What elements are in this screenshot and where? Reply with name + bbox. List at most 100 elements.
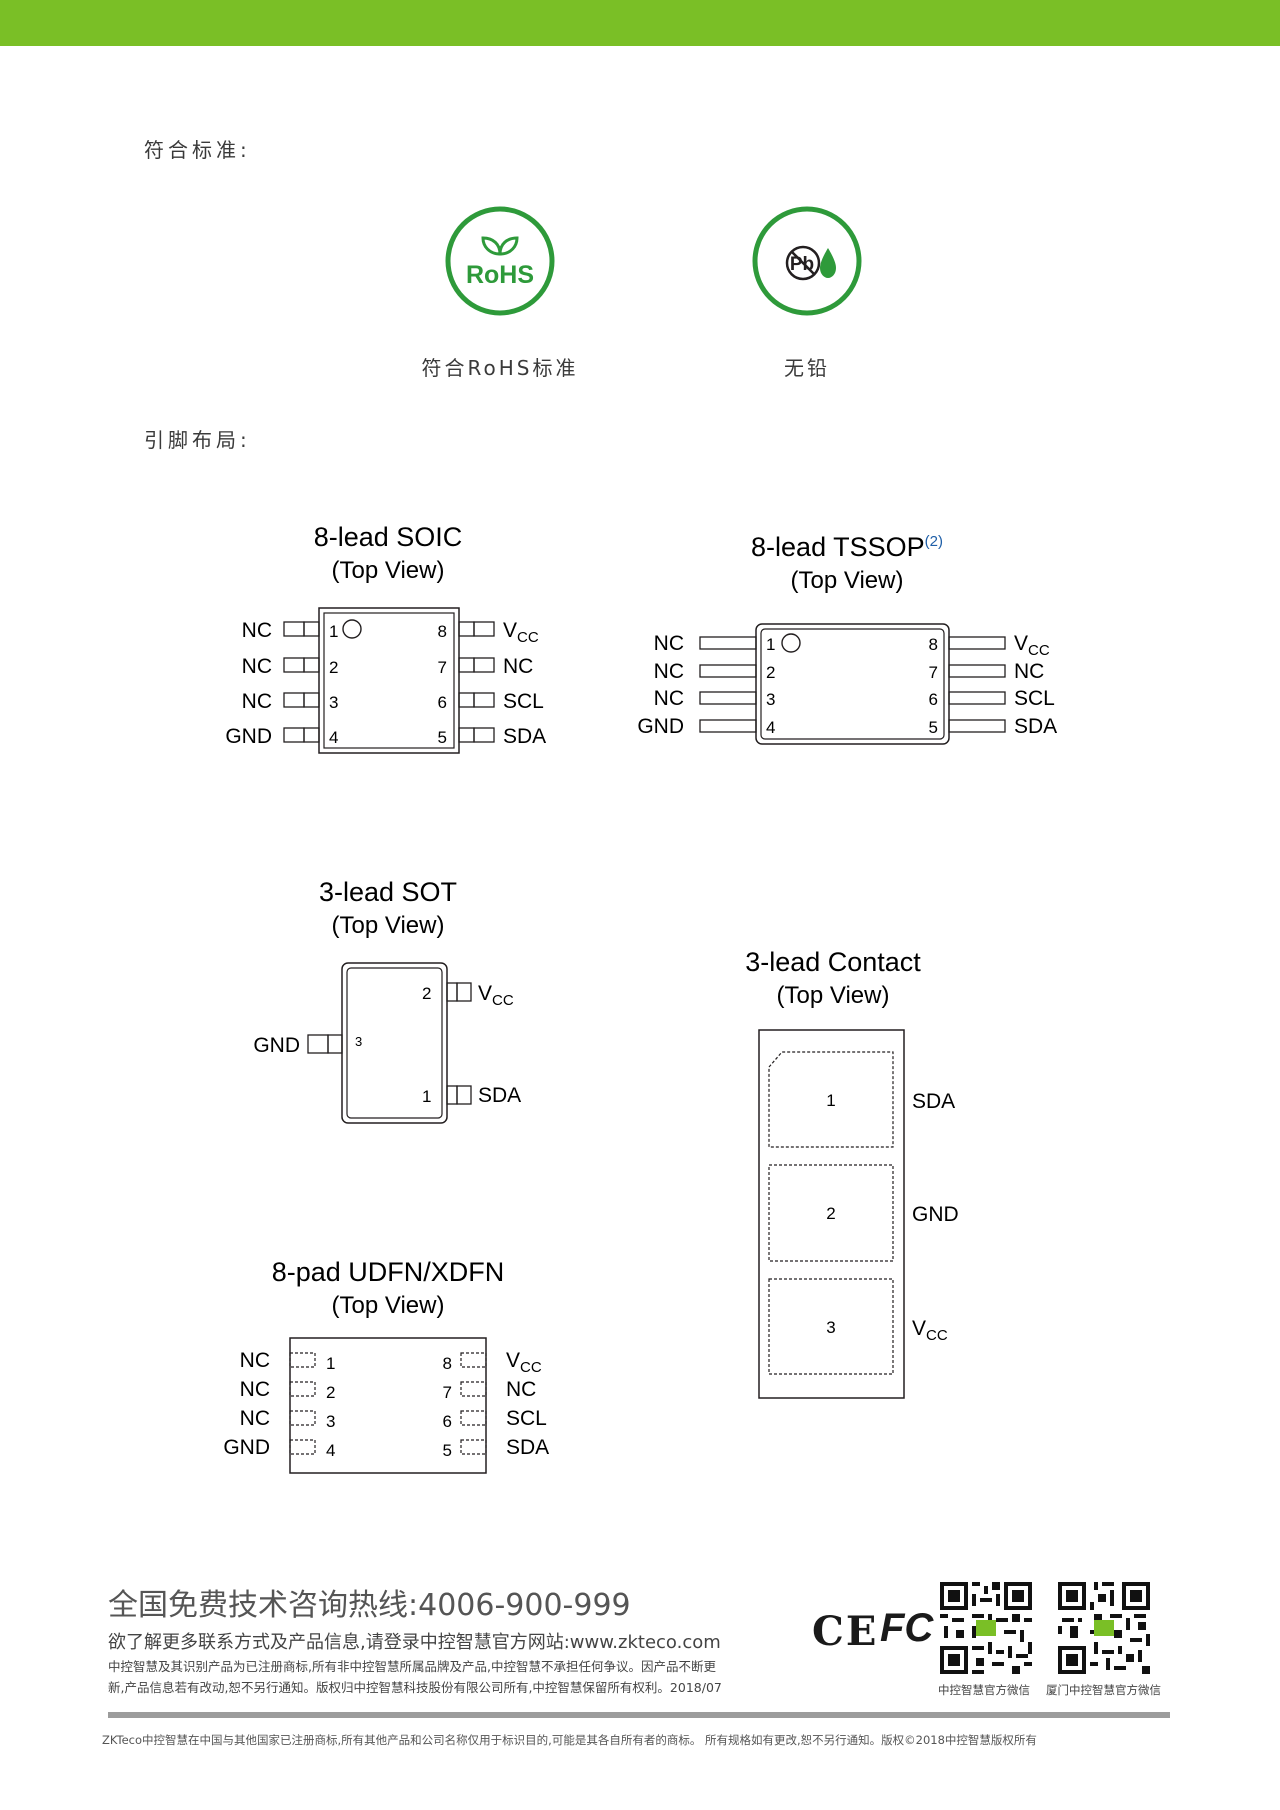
qr-code-icon[interactable]	[940, 1582, 1032, 1678]
qr-code-icon[interactable]	[1058, 1582, 1150, 1678]
tssop-pin-num: 4	[766, 718, 775, 737]
soic-pin-num: 6	[438, 693, 447, 712]
contact-pin-name: GND	[912, 1203, 959, 1226]
udfn-pin-name: NC	[240, 1378, 270, 1401]
soic-pin-name: GND	[225, 725, 272, 748]
tssop-pin-name: SDA	[1014, 715, 1057, 738]
sot-top-view: (Top View)	[332, 912, 445, 939]
udfn-pin-name: NC	[506, 1378, 536, 1401]
tssop-title: 8-lead TSSOP	[751, 532, 925, 562]
sot-title: 3-lead SOT	[319, 877, 457, 907]
udfn-pin-num: 2	[326, 1383, 335, 1402]
pinout-label: 引脚布局:	[144, 428, 251, 452]
soic-pin-name: NC	[242, 619, 272, 642]
soic-right-pins: 8 VCC 7 NC 6 SCL 5 SDA	[438, 619, 547, 748]
website-text: 欲了解更多联系方式及产品信息,请登录中控智慧官方网站:www.zkteco.co…	[108, 1632, 721, 1653]
contact-pin-num: 2	[826, 1204, 835, 1223]
disclaimer-line-1: 中控智慧及其识别产品为已注册商标,所有非中控智慧所属品牌及产品,中控智慧不承担任…	[108, 1659, 716, 1674]
soic-pin-sub: CC	[517, 629, 539, 646]
contact-top-view: (Top View)	[777, 982, 890, 1009]
soic-pin-num: 2	[329, 658, 338, 677]
lead-free-caption: 无铅	[784, 356, 830, 380]
udfn-title: 8-pad UDFN/XDFN	[272, 1257, 505, 1287]
sot-diagram: 3-lead SOT (Top View) 2 VCC GND 3 1 SDA	[253, 877, 521, 1124]
udfn-pin-num: 5	[443, 1441, 452, 1460]
sot-pin-num: 1	[422, 1087, 431, 1106]
svg-text:VCC: VCC	[478, 982, 514, 1009]
tssop-superscript: (2)	[925, 533, 943, 550]
rohs-icon: RoHS	[443, 204, 557, 322]
udfn-top-view: (Top View)	[332, 1292, 445, 1319]
soic-top-view: (Top View)	[332, 557, 445, 584]
tssop-pin-name: GND	[637, 715, 684, 738]
soic-pin-num: 3	[329, 693, 338, 712]
tssop-top-view: (Top View)	[791, 567, 904, 594]
udfn-pin-name: V	[506, 1349, 520, 1372]
lead-free-icon: Pb	[750, 204, 864, 322]
udfn-pin-name: NC	[240, 1349, 270, 1372]
sot-pin-sub: CC	[492, 992, 514, 1009]
udfn-pin-num: 7	[443, 1383, 452, 1402]
udfn-pin-num: 8	[443, 1354, 452, 1373]
udfn-pin-num: 6	[443, 1412, 452, 1431]
svg-text:VCC: VCC	[503, 619, 539, 646]
contact-pin-num: 1	[826, 1091, 835, 1110]
soic-pin-name: NC	[242, 655, 272, 678]
udfn-pin-num: 1	[326, 1354, 335, 1373]
soic-pin-name: NC	[242, 690, 272, 713]
soic-pin-num: 7	[438, 658, 447, 677]
udfn-diagram: 8-pad UDFN/XDFN (Top View) NC 1 NC 2 NC 3 G…	[223, 1257, 549, 1474]
sot-pin-name: SDA	[478, 1084, 521, 1107]
soic-pin-num: 8	[438, 622, 447, 641]
sot-pin-name: V	[478, 982, 492, 1005]
soic-pin-num: 1	[329, 622, 338, 641]
udfn-pin-name: GND	[223, 1436, 270, 1459]
lead-free-logo-text: Pb	[790, 254, 814, 275]
qr1-caption: 中控智慧官方微信	[938, 1683, 1030, 1697]
soic-left-pins: NC 1 NC 2 NC 3 GND 4	[225, 619, 338, 748]
udfn-pin-num: 3	[326, 1412, 335, 1431]
contact-pin-sub: CC	[926, 1327, 948, 1344]
soic-pin-name: SDA	[503, 725, 546, 748]
contact-title: 3-lead Contact	[745, 947, 921, 977]
soic-pin-name: NC	[503, 655, 533, 678]
tssop-pin-num: 3	[766, 690, 775, 709]
tssop-pin-sub: CC	[1028, 642, 1050, 659]
disclaimer-line-2: 新,产品信息若有改动,恕不另行通知。版权归中控智慧科技股份有限公司所有,中控智慧…	[108, 1680, 722, 1695]
footer-divider	[108, 1712, 1170, 1718]
soic-pin-num: 5	[438, 728, 447, 747]
tssop-pin-name: NC	[654, 632, 684, 655]
contact-pin-name: V	[912, 1317, 926, 1340]
tssop-pin-name: NC	[1014, 660, 1044, 683]
tssop-pin-name: NC	[654, 687, 684, 710]
sot-pin-num: 2	[422, 984, 431, 1003]
bottom-trademark-note: ZKTeco中控智慧在中国与其他国家已注册商标,所有其他产品和公司名称仅用于标识…	[102, 1733, 1037, 1747]
ce-mark-icon: CE	[812, 1608, 879, 1655]
udfn-pin-sub: CC	[520, 1359, 542, 1376]
qr2-caption: 厦门中控智慧官方微信	[1046, 1683, 1161, 1697]
soic-pin-name: SCL	[503, 690, 544, 713]
fcc-mark-icon: FC	[880, 1606, 934, 1650]
tssop-pin-name: NC	[654, 660, 684, 683]
soic-pin-num: 4	[329, 728, 338, 747]
svg-text:VCC: VCC	[1014, 632, 1050, 659]
udfn-pin-name: NC	[240, 1407, 270, 1430]
sot-pin-num: 3	[355, 1034, 362, 1049]
udfn-pin-name: SDA	[506, 1436, 549, 1459]
sot-pin-name: GND	[253, 1034, 300, 1057]
tssop-pin-num: 1	[766, 635, 775, 654]
hotline-text: 全国免费技术咨询热线:4006-900-999	[108, 1588, 631, 1623]
top-accent-bar	[0, 0, 1280, 46]
contact-pin-name: SDA	[912, 1090, 955, 1113]
contact-pin-num: 3	[826, 1318, 835, 1337]
svg-text:VCC: VCC	[912, 1317, 948, 1344]
soic-pin-name: V	[503, 619, 517, 642]
soic-title: 8-lead SOIC	[314, 522, 463, 552]
svg-text:8-lead TSSOP(2): 8-lead TSSOP(2)	[751, 532, 943, 562]
tssop-pin-num: 5	[929, 718, 938, 737]
tssop-pin-name: V	[1014, 632, 1028, 655]
contact-diagram: 3-lead Contact (Top View) 1 SDA 2 GND 3 …	[745, 947, 959, 1399]
udfn-pin-name: SCL	[506, 1407, 547, 1430]
